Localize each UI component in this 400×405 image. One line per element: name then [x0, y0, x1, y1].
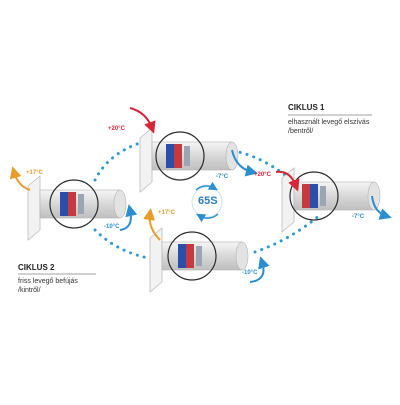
arrow-bottom-out-warm	[143, 208, 161, 241]
cycle2-desc-line1: friss levegő befújás	[18, 278, 78, 285]
ventilator-unit-top	[139, 127, 239, 193]
temp-left-in: -10°C	[104, 224, 120, 230]
temp-right-out: -7°C	[352, 214, 365, 220]
cycle1-desc-line1: elhasznált levegő elszívás	[288, 119, 370, 126]
temp-top-in: +20°C	[108, 126, 125, 132]
temp-left-out: +17°C	[26, 170, 43, 176]
arrow-bottom-in-cold	[249, 256, 270, 283]
arrow-left-out-warm	[9, 166, 31, 191]
timer-indicator	[191, 181, 223, 223]
arrow-left-in-cold	[119, 204, 138, 231]
arrow-top-in-hot	[129, 107, 156, 134]
ventilator-unit-left	[27, 175, 127, 241]
cycle2-title: CIKLUS 2	[18, 263, 55, 272]
cycle2-desc-line2: /kintről/	[18, 287, 41, 294]
arrow-right-in-hot	[275, 170, 300, 192]
arrow-top-out-cold	[231, 149, 258, 177]
cycle1-desc-line2: /bentről/	[288, 128, 314, 135]
temp-bottom-in: -10°C	[242, 270, 258, 276]
ventilator-unit-bottom	[149, 227, 249, 293]
ventilator-unit-right	[281, 167, 381, 233]
temp-top-out: -7°C	[216, 174, 229, 180]
temp-bottom-out: +17°C	[158, 210, 175, 216]
arrow-right-out-cold	[371, 195, 392, 220]
timer-label: 65S	[198, 195, 218, 207]
temp-right-in: +20°C	[254, 172, 271, 178]
flow-arrows	[9, 107, 392, 283]
cycle1-title: CIKLUS 1	[288, 103, 325, 112]
